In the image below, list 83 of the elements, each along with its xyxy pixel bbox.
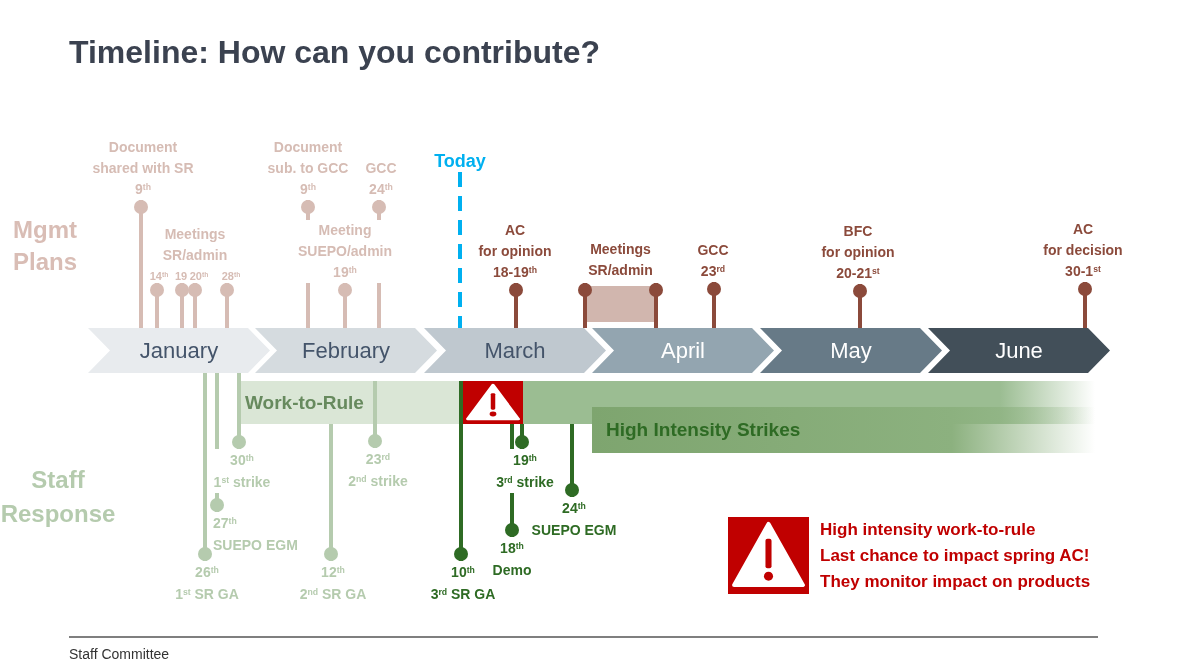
date-pin: [578, 283, 592, 328]
date-pin: [324, 424, 338, 561]
date-label: 30-1$^{st}$: [1064, 262, 1102, 281]
pin-stem: [306, 283, 310, 328]
event-label: AC for opinion: [478, 221, 552, 261]
date-pin: [515, 424, 529, 449]
event-label: Document shared with SR: [92, 138, 194, 178]
month-segment: March: [424, 328, 606, 373]
row-heading: Mgmt Plans: [13, 215, 77, 277]
date-pin: [220, 283, 234, 328]
date-pin: [301, 200, 315, 220]
event-label: SUEPO EGM: [213, 536, 298, 555]
pin-stem: [377, 283, 381, 328]
event-label: GCC: [697, 241, 729, 260]
event-label: Meeting SUEPO/admin: [297, 221, 393, 261]
date-label: 19: [174, 269, 188, 283]
event-label: 1$^{st}$ strike: [213, 473, 271, 492]
phase-bar: Work-to-Rule: [240, 381, 1095, 424]
date-label: 28$^{th}$: [221, 269, 241, 283]
date-label: 23$^{rd}$: [364, 450, 392, 469]
event-label: Meetings SR/admin: [588, 240, 653, 280]
date-label: 19$^{th}$: [332, 263, 358, 282]
date-label: 10$^{th}$: [450, 563, 476, 582]
date-pin: [188, 283, 202, 328]
pin-stem: [510, 424, 514, 449]
event-label: 1$^{st}$ SR GA: [175, 585, 239, 604]
event-label: Meetings SR/admin: [162, 225, 228, 265]
date-pin: [232, 373, 246, 449]
pin-stem: [215, 373, 219, 449]
today-label: Today: [434, 150, 486, 172]
slide-title: Timeline: How can you contribute?: [69, 33, 600, 71]
date-label: 23$^{rd}$: [699, 262, 727, 281]
date-pin: [853, 284, 867, 328]
date-pin: [649, 283, 663, 328]
date-pin: [338, 283, 352, 328]
event-label: 3$^{rd}$ SR GA: [430, 585, 496, 604]
date-pin: [565, 424, 579, 497]
date-label: 9$^{th}$: [134, 180, 152, 199]
event-label: 2$^{nd}$ SR GA: [299, 585, 367, 604]
date-label: 18$^{th}$: [499, 539, 525, 558]
date-label: 20$^{th}$: [189, 269, 209, 283]
date-label: 26$^{th}$: [194, 563, 220, 582]
date-pin: [509, 283, 523, 328]
date-pin: [707, 282, 721, 328]
date-pin: [210, 493, 224, 512]
date-label: 18-19$^{th}$: [492, 263, 538, 282]
dashed-marker-line: [458, 172, 462, 328]
date-pin: [368, 381, 382, 448]
date-pin: [505, 493, 519, 537]
month-segment: April: [592, 328, 774, 373]
date-pin: [198, 373, 212, 561]
date-label: 24$^{th}$: [561, 499, 587, 518]
date-label: 24$^{th}$: [368, 180, 394, 199]
month-segment: January: [88, 328, 270, 373]
date-pin: [372, 200, 386, 220]
warning-text: High intensity work-to-rule: [820, 519, 1036, 541]
event-label: AC for decision: [1043, 220, 1123, 260]
warning-text: They monitor impact on products: [820, 571, 1091, 593]
date-label: 19$^{th}$: [512, 451, 538, 470]
date-label: 9$^{th}$: [299, 180, 317, 199]
date-pin: [175, 283, 189, 328]
warning-text: Last chance to impact spring AC!: [820, 545, 1090, 567]
date-pin: [134, 200, 148, 328]
event-label: Demo: [492, 561, 532, 580]
event-label: 3$^{rd}$ strike: [496, 473, 554, 492]
month-segment: June: [928, 328, 1110, 373]
date-label: 12$^{th}$: [320, 563, 346, 582]
event-label: SUEPO EGM: [531, 521, 617, 540]
row-heading: Staff Response: [0, 465, 116, 529]
date-pin: [454, 381, 468, 561]
month-segment: May: [760, 328, 942, 373]
footer-text: Staff Committee: [69, 645, 170, 663]
date-label: 27$^{th}$: [213, 514, 238, 533]
date-label: 20-21$^{st}$: [835, 264, 881, 283]
event-label: Document sub. to GCC: [267, 138, 349, 178]
date-label: 30$^{th}$: [229, 451, 255, 470]
date-label: 14$^{th}$: [149, 269, 169, 283]
event-label: GCC: [365, 159, 397, 178]
date-pin: [1078, 282, 1092, 328]
month-segment: February: [255, 328, 437, 373]
event-label: 2$^{nd}$ strike: [348, 472, 408, 491]
event-label: BFC for opinion: [821, 222, 895, 262]
date-pin: [150, 283, 164, 328]
